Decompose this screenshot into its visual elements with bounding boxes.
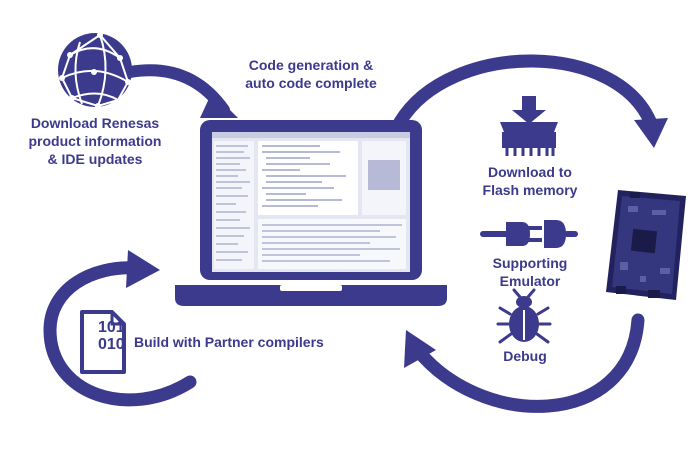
binary-line-2: 010 (98, 336, 125, 353)
code-gen-line-1: Code generation & (248, 57, 374, 73)
code-gen-label: Code generation & auto code complete (226, 56, 396, 92)
laptop-icon (175, 120, 447, 306)
emulator-line-1: Supporting (492, 255, 568, 271)
globe-icon (58, 32, 132, 109)
emulator-line-2: Emulator (499, 273, 561, 289)
emulator-label: Supporting Emulator (478, 254, 582, 290)
binary-text: 101 010 (98, 319, 125, 353)
flash-line-1: Download to (488, 164, 572, 180)
debug-label: Debug (503, 348, 547, 364)
binary-line-1: 101 (98, 319, 125, 336)
download-info-line-1: Download Renesas (30, 115, 160, 131)
arrow-build-loop (43, 250, 197, 407)
plug-icon (480, 220, 578, 248)
code-gen-line-2: auto code complete (245, 75, 377, 91)
download-chip-icon (500, 96, 558, 156)
flash-label: Download to Flash memory (468, 163, 592, 199)
download-info-line-3: & IDE updates (47, 151, 143, 167)
download-info-line-2: product information (28, 133, 162, 149)
arrow-globe-to-laptop (124, 64, 238, 118)
arrow-laptop-to-board (393, 54, 668, 148)
bug-icon (496, 288, 552, 344)
arrow-board-to-laptop (404, 313, 645, 413)
flash-line-2: Flash memory (482, 182, 578, 198)
download-info-label: Download Renesas product information & I… (20, 114, 170, 168)
circuit-board-icon (606, 190, 686, 300)
binary-file-icon (80, 310, 126, 374)
build-label: Build with Partner compilers (134, 334, 324, 350)
